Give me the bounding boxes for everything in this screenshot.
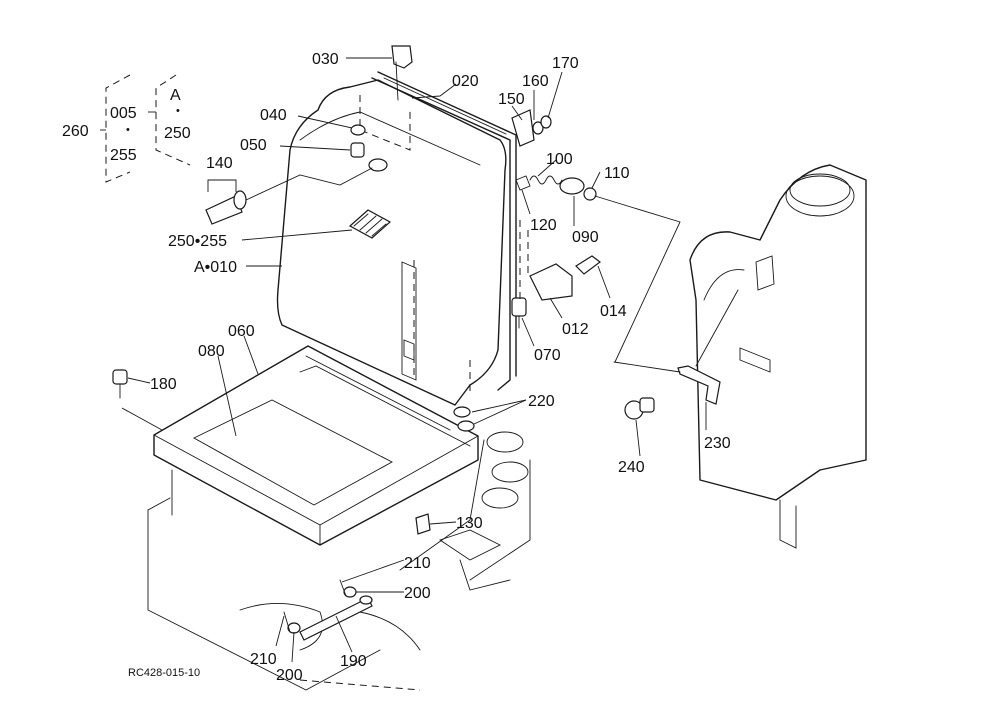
label-050: 050 — [240, 137, 267, 154]
part-180-bolt — [112, 369, 163, 431]
seat-cushion — [153, 345, 479, 546]
group-label-250: 250 — [164, 125, 191, 142]
label-070: 070 — [534, 347, 561, 364]
part-230-bracket — [613, 361, 721, 405]
drawing-code: RC428-015-10 — [128, 667, 200, 679]
label-180: 180 — [150, 376, 177, 393]
label-040: 040 — [260, 107, 287, 124]
part-150-bracket — [511, 109, 552, 147]
label-012: 012 — [562, 321, 589, 338]
label-230: 230 — [704, 435, 731, 452]
label-030: 030 — [312, 51, 339, 68]
svg-text:•: • — [126, 124, 130, 136]
seat-back — [276, 71, 517, 406]
group-label-a: A — [170, 87, 181, 104]
label-020: 020 — [452, 73, 479, 90]
label-220: 220 — [528, 393, 555, 410]
label-190: 190 — [340, 653, 367, 670]
label-200-lower: 200 — [276, 667, 303, 684]
part-012-clamp — [511, 255, 601, 329]
label-250-255: 250•255 — [168, 233, 227, 250]
label-140: 140 — [206, 155, 233, 172]
part-220-washers — [453, 406, 475, 432]
label-240: 240 — [618, 459, 645, 476]
label-170: 170 — [552, 55, 579, 72]
group-label-005: 005 — [110, 105, 137, 122]
seat-base — [147, 431, 531, 691]
callout-labels: 030 020 170 160 150 040 050 140 100 110 … — [62, 51, 731, 684]
part-140-bolt — [205, 167, 373, 225]
label-200-upper: 200 — [404, 585, 431, 602]
group-bracket: • • — [100, 74, 191, 183]
part-040-050-fasteners — [350, 124, 366, 158]
label-160: 160 — [522, 73, 549, 90]
label-210-lower: 210 — [250, 651, 277, 668]
label-a-010: A•010 — [194, 259, 237, 276]
group-label-255: 255 — [110, 147, 137, 164]
leader-lines — [127, 57, 707, 663]
label-150: 150 — [498, 91, 525, 108]
fuel-tank — [689, 164, 867, 549]
label-110: 110 — [604, 165, 630, 182]
group-label-260: 260 — [62, 123, 89, 140]
part-190-link — [283, 579, 373, 641]
label-060: 060 — [228, 323, 255, 340]
label-100: 100 — [546, 151, 573, 168]
label-090: 090 — [572, 229, 599, 246]
part-100-spring — [515, 175, 681, 363]
part-030-knob — [391, 45, 413, 101]
label-120: 120 — [530, 217, 557, 234]
svg-text:•: • — [176, 105, 180, 117]
label-014: 014 — [600, 303, 627, 320]
part-130-spacer — [415, 513, 431, 535]
label-130: 130 — [456, 515, 483, 532]
label-080: 080 — [198, 343, 225, 360]
part-240-bolt — [624, 397, 655, 420]
label-210-upper: 210 — [404, 555, 431, 572]
